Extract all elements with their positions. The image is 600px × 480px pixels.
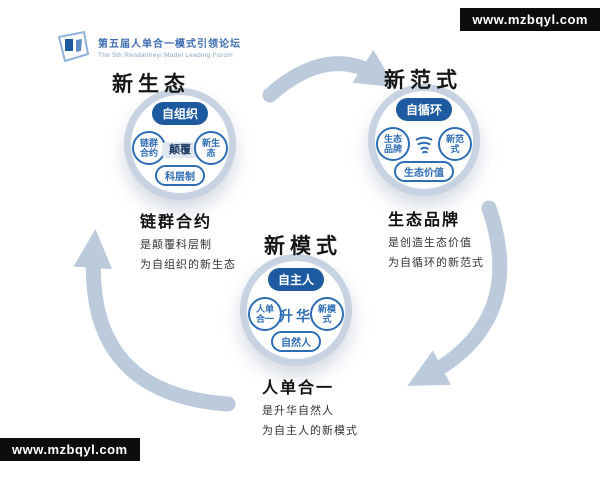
forum-logo-icon — [57, 30, 90, 63]
forum-title-cn: 第五届人单合一模式引领论坛 — [98, 39, 241, 50]
forum-logo: 第五届人单合一模式引领论坛 The 5th Rendanheyi Model L… — [55, 30, 241, 64]
node-ecosystem-center-pill: 自组织 — [151, 102, 209, 125]
forum-title-en: The 5th Rendanheyi Model Leading Forum — [98, 52, 233, 59]
node-ecosystem-right-circle: 新生态 — [194, 131, 228, 165]
node-paradigm-caption: 生态品牌 是创造生态价值 为自循环的新范式 — [388, 206, 484, 270]
node-model-bottom-pill: 自然人 — [271, 331, 321, 352]
node-model-caption: 人单合一 是升华自然人 为自主人的新模式 — [262, 374, 358, 438]
caption-line: 为自循环的新范式 — [388, 257, 484, 269]
node-paradigm-center-pill: 自循环 — [395, 98, 453, 121]
node-ecosystem-right-label: 新生态 — [201, 137, 220, 158]
node-paradigm-left-label: 生态品牌 — [383, 133, 402, 154]
node-paradigm-title: 新范式 — [384, 69, 462, 92]
node-paradigm-left-circle: 生态品牌 — [376, 127, 410, 161]
forum-logo-text: 第五届人单合一模式引领论坛 The 5th Rendanheyi Model L… — [98, 35, 241, 59]
node-ecosystem-left-label: 链群合约 — [139, 137, 158, 158]
cycle-arrow-top — [262, 49, 396, 103]
node-ecosystem-circle: 自组织 链群合约 颠覆 新生态 科层制 — [124, 88, 236, 200]
caption-line: 是创造生态价值 — [388, 237, 472, 249]
watermark-banner-top: www.mzbqyl.com — [460, 8, 600, 31]
node-ecosystem-bottom-pill: 科层制 — [155, 165, 205, 186]
node-model-center-pill: 自主人 — [267, 268, 325, 291]
node-paradigm-middle — [412, 136, 436, 156]
caption-title: 人单合一 — [262, 380, 335, 397]
caption-line: 为自主人的新模式 — [262, 425, 358, 437]
caption-line: 是颠覆科层制 — [140, 239, 212, 251]
cycle-arrow-left — [73, 229, 236, 412]
node-ecosystem-left-circle: 链群合约 — [132, 131, 166, 165]
node-model-middle: 升华 — [279, 306, 313, 326]
node-model-right-circle: 新模式 — [310, 297, 344, 331]
caption-line: 是升华自然人 — [262, 405, 334, 417]
node-ecosystem-middle: 颠覆 — [162, 140, 198, 158]
caption-title: 链群合约 — [140, 214, 213, 231]
node-paradigm-right-label: 新范式 — [445, 133, 464, 154]
node-ecosystem-title: 新生态 — [112, 73, 190, 96]
watermark-banner-bottom: www.mzbqyl.com — [0, 438, 140, 461]
node-ecosystem-caption: 链群合约 是颠覆科层制 为自组织的新生态 — [140, 208, 236, 272]
caption-line: 为自组织的新生态 — [140, 259, 236, 271]
spiral-icon — [415, 136, 433, 154]
caption-title: 生态品牌 — [388, 212, 461, 229]
node-paradigm-bottom-pill: 生态价值 — [394, 161, 454, 182]
node-model-right-label: 新模式 — [317, 303, 336, 324]
node-ecosystem-middle-label: 颠覆 — [162, 142, 198, 158]
node-model-title: 新模式 — [264, 235, 342, 258]
node-paradigm-right-circle: 新范式 — [438, 127, 472, 161]
node-model-left-circle: 人单合一 — [248, 297, 282, 331]
cycle-arrow-right — [407, 200, 508, 386]
node-paradigm-circle: 自循环 生态品牌 新范式 生态价值 — [368, 84, 480, 196]
node-model-left-label: 人单合一 — [255, 303, 274, 324]
node-model-circle: 自主人 人单合一 升华 新模式 自然人 — [240, 254, 352, 366]
node-model-middle-label: 升华 — [279, 308, 313, 324]
